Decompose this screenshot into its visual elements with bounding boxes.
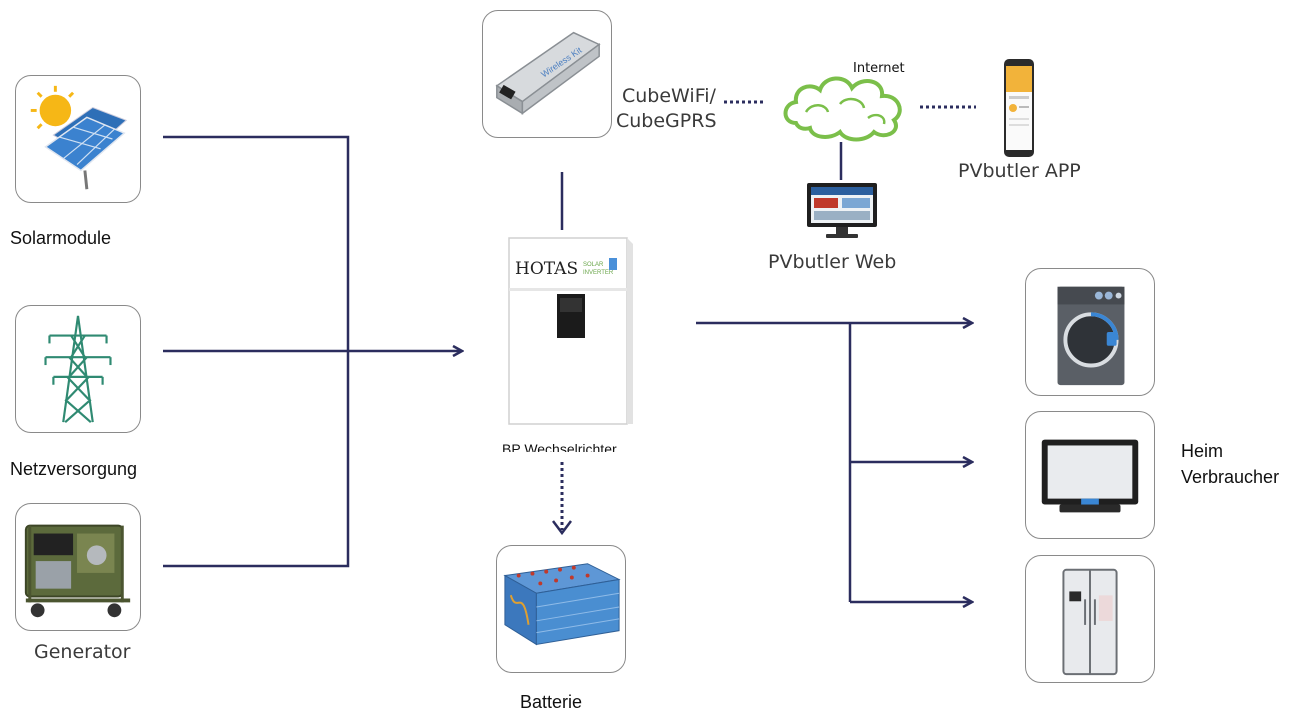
app-label: PVbutler APP: [958, 160, 1081, 182]
cube-label-line1: CubeWiFi/: [622, 85, 716, 107]
solar-panel-icon: [30, 85, 128, 190]
grid-box: [15, 305, 141, 433]
power-pylon-icon: [44, 315, 112, 423]
washer-box: [1025, 268, 1155, 396]
inverter-device: HOTAS SOLAR INVERTER: [507, 236, 633, 426]
smartphone-icon: [1004, 59, 1034, 157]
brand-sub1: SOLAR: [583, 262, 604, 268]
inverter-label: BP Wechselrichter: [502, 441, 617, 452]
battery-arrow-head: [552, 520, 572, 536]
brand-sub2: INVERTER: [583, 270, 614, 276]
internet-label: Internet: [853, 61, 905, 76]
consumers-label-line2: Verbraucher: [1181, 467, 1280, 487]
generator-icon: [24, 524, 131, 618]
battery-label: Batterie: [520, 692, 583, 712]
wireless-kit-icon: Wireless Kit: [495, 31, 601, 115]
monitor-icon: [807, 183, 877, 238]
fridge-icon: [1062, 568, 1118, 676]
battery-icon: [503, 563, 621, 646]
cloud-icon: [783, 76, 902, 142]
brand-text: HOTAS: [515, 259, 578, 279]
generator-box: [15, 503, 141, 631]
wifi-kit-box: Wireless Kit: [482, 10, 612, 138]
inverter-icon: HOTAS SOLAR INVERTER: [508, 237, 633, 425]
tv-box: [1025, 411, 1155, 539]
fridge-box: [1025, 555, 1155, 683]
tv-icon: [1041, 439, 1139, 513]
consumers-label-line1: Heim: [1181, 441, 1224, 461]
grid-label: Netzversorgung: [10, 459, 138, 479]
web-label: PVbutler Web: [768, 251, 897, 273]
cube-label-line2: CubeGPRS: [616, 110, 717, 132]
battery-box: [496, 545, 626, 673]
solar-box: [15, 75, 141, 203]
washing-machine-icon: [1057, 286, 1125, 386]
generator-label: Generator: [34, 641, 131, 663]
solar-label: Solarmodule: [10, 228, 112, 248]
